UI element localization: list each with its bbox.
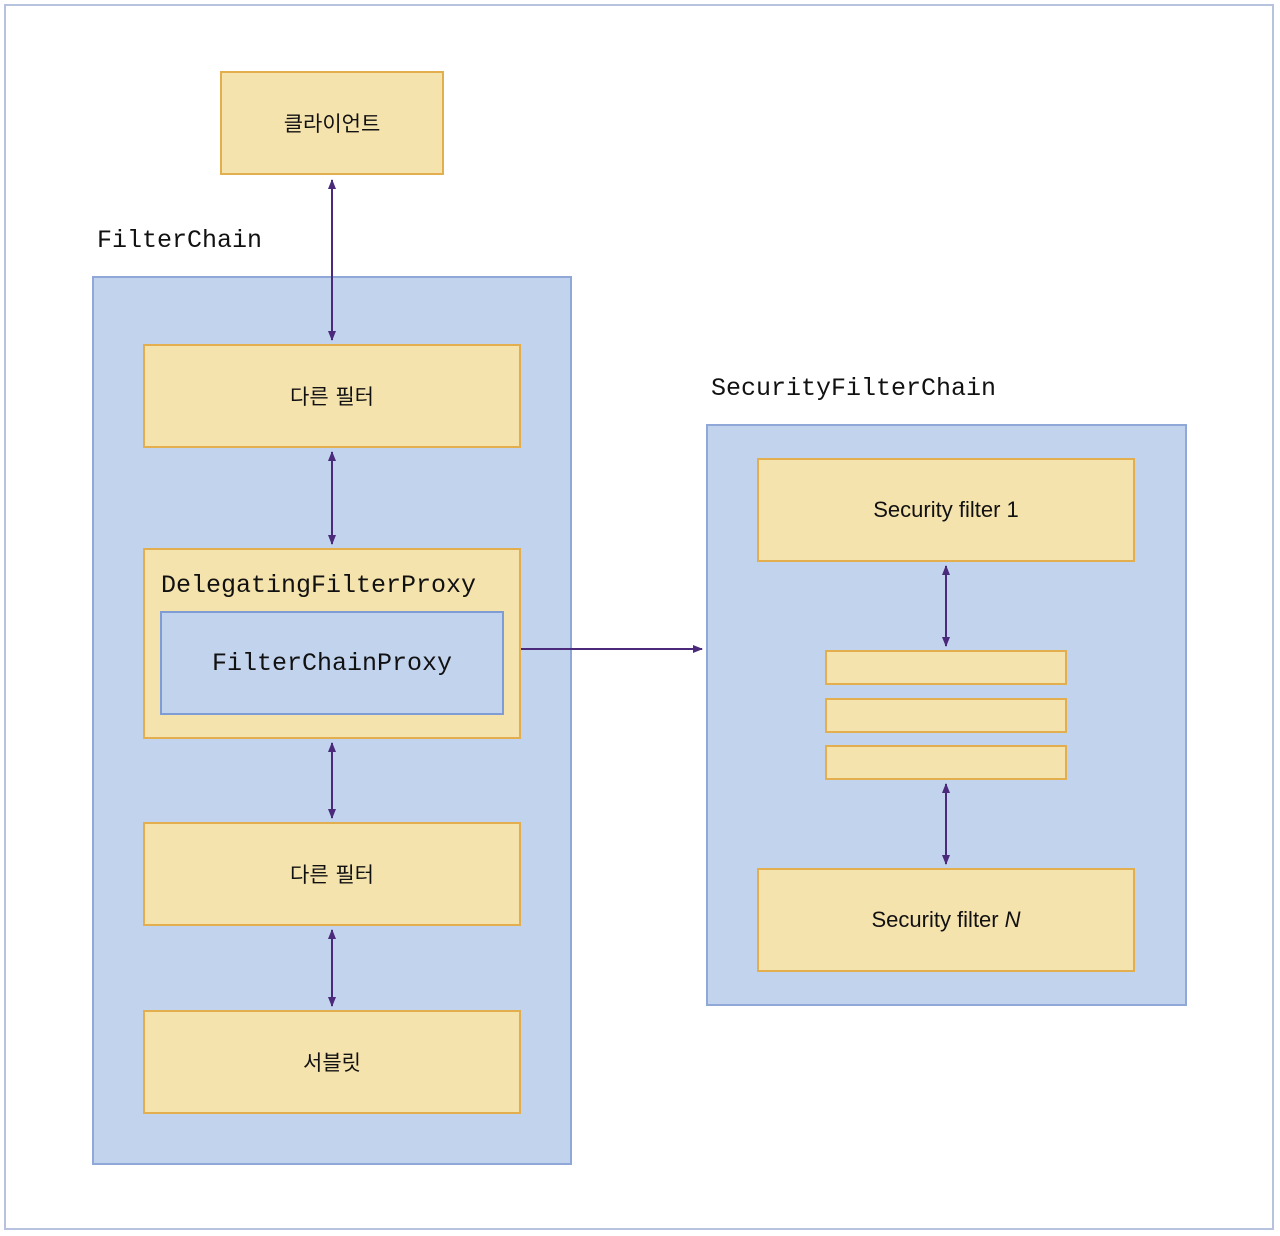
intermediate-filter-box — [825, 698, 1067, 733]
delegating-filter-proxy-label: DelegatingFilterProxy — [161, 571, 477, 600]
other-filter-bottom-box: 다른 필터 — [143, 822, 521, 926]
security-filter-chain-title: SecurityFilterChain — [711, 374, 997, 403]
security-filter-1-label: Security filter 1 — [873, 497, 1019, 522]
filter-chain-proxy-label: FilterChainProxy — [211, 648, 453, 678]
security-filter-1-box: Security filter 1 — [757, 458, 1135, 562]
other-filter-top-label: 다른 필터 — [290, 385, 374, 409]
other-filter-top-box: 다른 필터 — [143, 344, 521, 448]
intermediate-filter-box — [825, 745, 1067, 780]
filter-chain-proxy-box: FilterChainProxy — [160, 611, 504, 715]
security-filter-n-prefix: Security filter — [871, 907, 999, 932]
other-filter-bottom-label: 다른 필터 — [290, 863, 374, 887]
client-box: 클라이언트 — [220, 71, 444, 175]
security-filter-n-suffix: N — [1004, 907, 1021, 932]
client-label: 클라이언트 — [283, 112, 381, 136]
diagram-frame — [4, 4, 1274, 1230]
intermediate-filter-box — [825, 650, 1067, 685]
servlet-box: 서블릿 — [143, 1010, 521, 1114]
filter-chain-title: FilterChain — [97, 226, 263, 255]
servlet-label: 서블릿 — [303, 1051, 361, 1075]
security-filter-n-box: Security filter N — [757, 868, 1135, 972]
